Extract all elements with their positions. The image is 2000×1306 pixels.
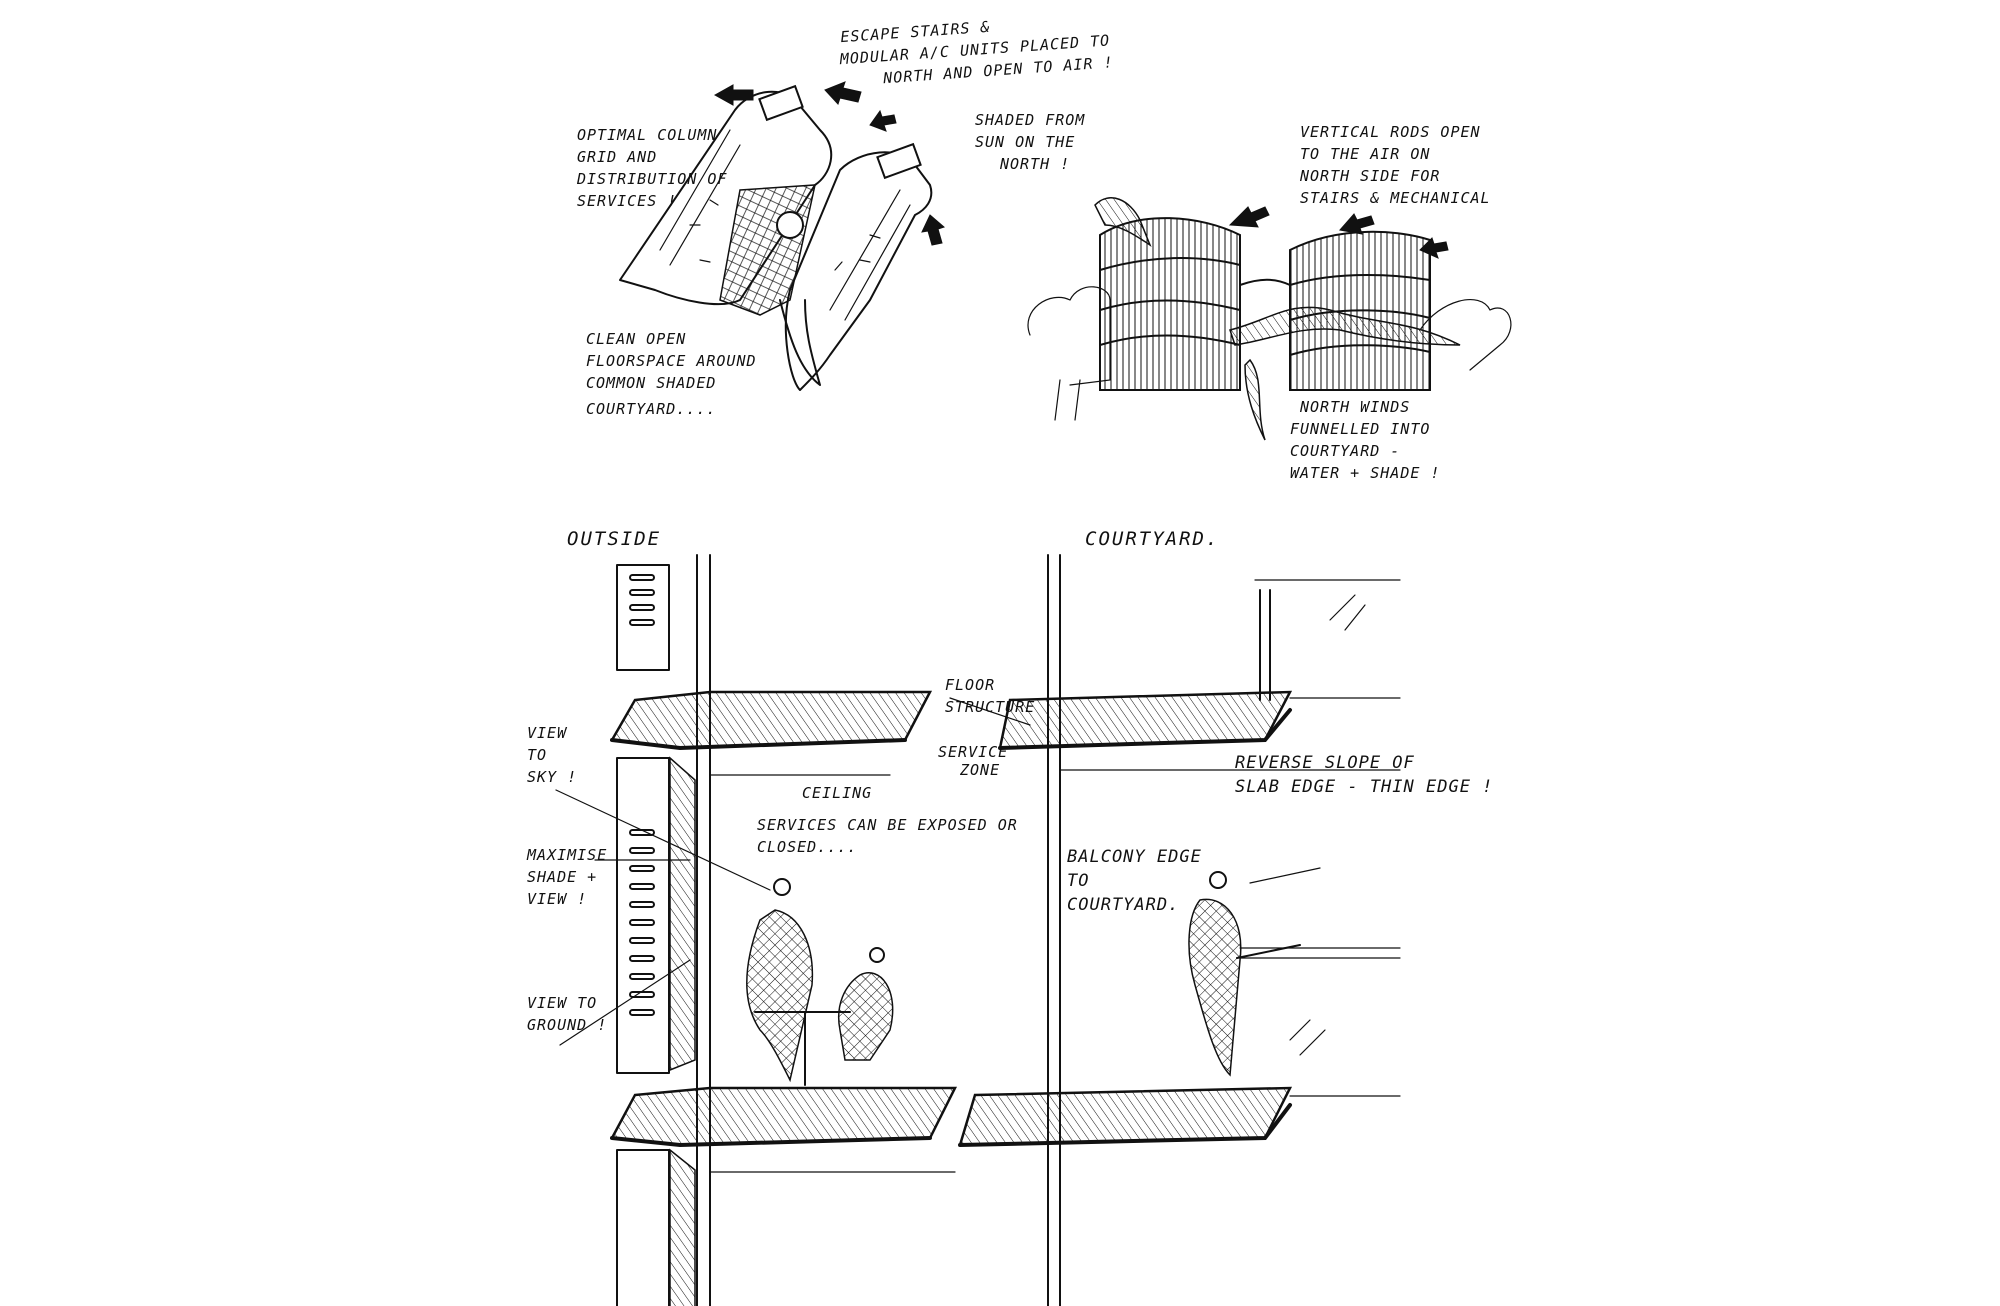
- note-maximise-2: SHADE +: [527, 868, 597, 886]
- note-ceiling: CEILING: [802, 784, 872, 802]
- note-rods-3: NORTH SIDE FOR: [1299, 167, 1440, 185]
- svg-text:NORTH WINDS FUNNELLED IN: NORTH WINDS FUNNELLED INTO COURTYARD - W…: [1290, 398, 1440, 482]
- note-winds-2: FUNNELLED INTO: [1290, 420, 1430, 438]
- note-column-4: SERVICES !: [577, 192, 677, 210]
- note-view-ground-2: GROUND !: [527, 1016, 607, 1034]
- note-view-sky-2: TO: [527, 746, 547, 764]
- note-rods-1: VERTICAL RODS OPEN: [1300, 123, 1481, 141]
- svg-text:SERVICE ZONE: SERVICE ZONE: [938, 743, 1018, 779]
- svg-text:ESCAPE STAIRS & MODULAR: ESCAPE STAIRS & MODULAR A/C UNITS PLACED…: [837, 9, 1123, 91]
- note-services-1: SERVICES CAN BE EXPOSED OR: [757, 816, 1018, 834]
- svg-text:REVERSE SLOPE OF SLAB ED: REVERSE SLOPE OF SLAB EDGE - THIN EDGE !: [1235, 753, 1493, 797]
- note-winds-4: WATER + SHADE !: [1290, 464, 1440, 482]
- note-service-2: ZONE: [959, 761, 1000, 779]
- person-balcony: [1188, 871, 1301, 1077]
- note-reverse-1: REVERSE SLOPE OF: [1235, 753, 1415, 773]
- note-balcony-3: COURTYARD.: [1067, 895, 1179, 915]
- note-rods-4: STAIRS & MECHANICAL: [1300, 189, 1491, 207]
- note-clean-2: FLOORSPACE AROUND: [586, 352, 757, 370]
- svg-text:MAXIMISE SHADE + V: MAXIMISE SHADE + VIEW !: [526, 846, 617, 908]
- note-clean-3: COMMON SHADED: [586, 374, 716, 392]
- section-sketch: OUTSIDE COURTYARD.: [526, 528, 1493, 1306]
- note-column-1: OPTIMAL COLUMN: [577, 126, 717, 144]
- note-rods-2: TO THE AIR ON: [1300, 145, 1430, 163]
- upper-slab: [609, 589, 1293, 751]
- note-column-2: GRID AND: [577, 148, 657, 166]
- label-outside: OUTSIDE: [567, 528, 661, 550]
- massing-sketch: VERTICAL RODS OPEN TO THE AIR ON NORTH S…: [1027, 123, 1512, 482]
- svg-text:OPTIMAL COLUMN GRID AND: OPTIMAL COLUMN GRID AND DISTRIBUTION OF …: [576, 126, 738, 210]
- note-balcony-1: BALCONY EDGE: [1067, 847, 1202, 867]
- lower-slab: [610, 1086, 1293, 1148]
- svg-text:VIEW TO SKY !: VIEW TO SKY !: [527, 724, 577, 786]
- note-services-2: CLOSED....: [757, 838, 857, 856]
- louvre-wall: [616, 564, 696, 1306]
- svg-text:BALCONY EDGE TO CO: BALCONY EDGE TO COURTYARD.: [1067, 847, 1213, 915]
- note-view-sky-3: SKY !: [527, 768, 577, 786]
- note-clean-1: CLEAN OPEN: [586, 330, 686, 348]
- plan-sketch: ESCAPE STAIRS & MODULAR A/C UNITS PLACED…: [576, 9, 1123, 418]
- note-shaded-1: SHADED FROM: [975, 111, 1085, 129]
- note-clean-4: COURTYARD....: [586, 400, 716, 418]
- note-service-1: SERVICE: [938, 743, 1008, 761]
- svg-text:VIEW TO GROUND !: VIEW TO GROUND !: [527, 994, 607, 1034]
- svg-text:SERVICES CAN BE EXPOSED OR: SERVICES CAN BE EXPOSED OR CLOSED....: [757, 816, 1028, 856]
- note-winds-1: NORTH WINDS: [1299, 398, 1410, 416]
- note-balcony-2: TO: [1067, 871, 1089, 891]
- note-column-3: DISTRIBUTION OF: [576, 170, 727, 188]
- label-courtyard: COURTYARD.: [1085, 528, 1219, 550]
- note-floor-2: STRUCTURE: [945, 698, 1035, 716]
- note-maximise-1: MAXIMISE: [526, 846, 607, 864]
- person-seated: [746, 878, 894, 1086]
- note-reverse-2: SLAB EDGE - THIN EDGE !: [1235, 777, 1493, 797]
- note-floor-1: FLOOR: [945, 676, 995, 694]
- note-view-ground-1: VIEW TO: [527, 994, 597, 1012]
- note-maximise-3: VIEW !: [527, 890, 587, 908]
- note-shaded-3: NORTH !: [999, 155, 1070, 173]
- svg-text:CLEAN OPEN FLOORSPACE AR: CLEAN OPEN FLOORSPACE AROUND COMMON SHAD…: [586, 330, 767, 418]
- note-view-sky-1: VIEW: [527, 724, 568, 742]
- svg-text:FLOOR STRUCTURE: FLOOR STRUCTURE: [945, 676, 1035, 716]
- svg-text:SHADED FROM SUN ON THE: SHADED FROM SUN ON THE NORTH !: [975, 111, 1095, 173]
- svg-text:VERTICAL RODS OPEN TO TH: VERTICAL RODS OPEN TO THE AIR ON NORTH S…: [1299, 123, 1491, 207]
- note-shaded-2: SUN ON THE: [975, 133, 1075, 151]
- note-winds-3: COURTYARD -: [1290, 442, 1400, 460]
